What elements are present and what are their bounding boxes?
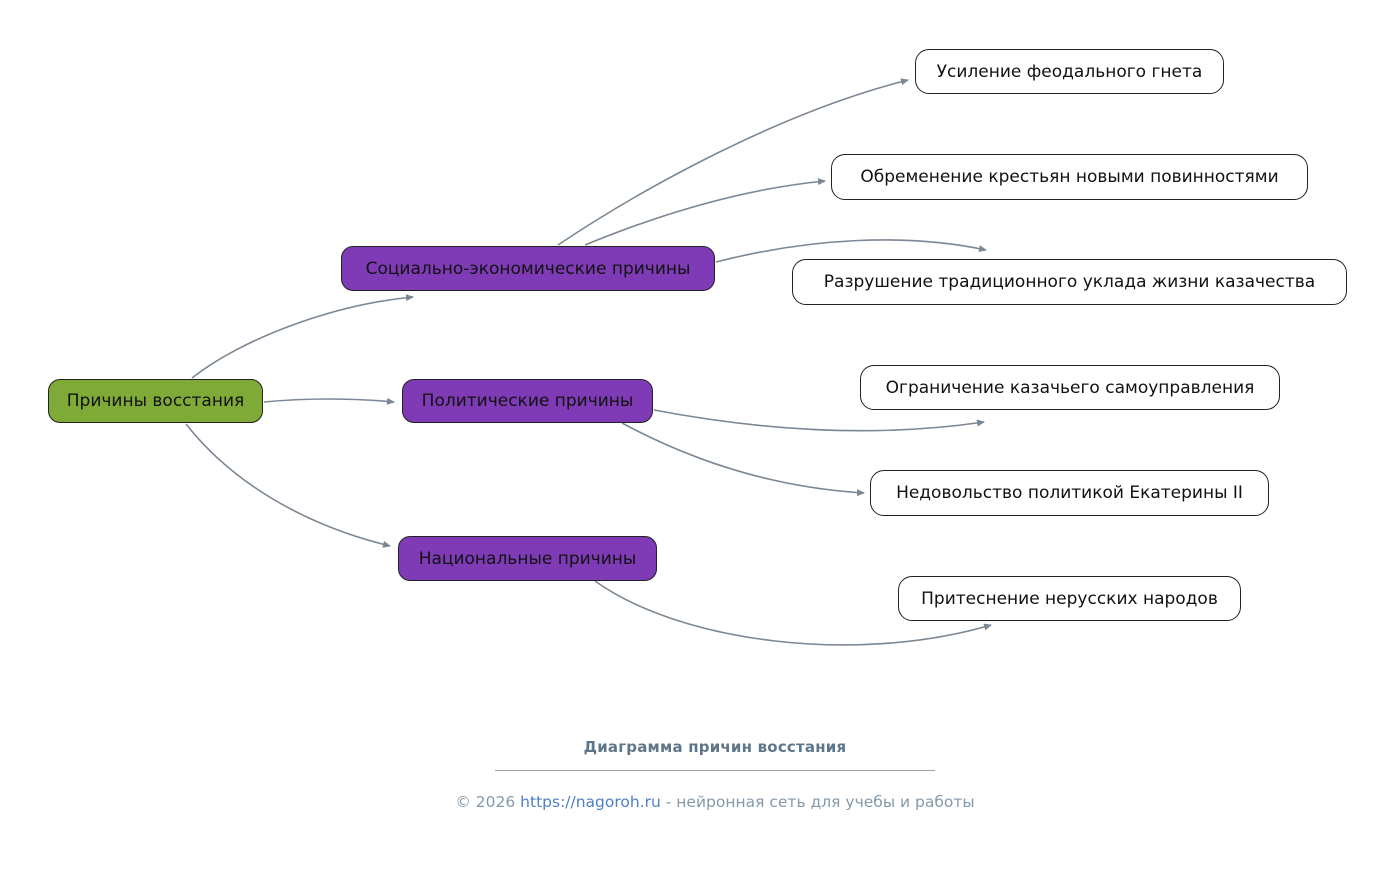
footer-divider [495,770,935,771]
edge-root-to-political [263,397,395,405]
edge-root-to-socioeconomic [191,294,414,379]
leaf-node-feudal-oppression: Усиление феодального гнета [915,49,1224,94]
diagram-footer: Диаграмма причин восстания © 2026 https:… [35,738,1395,811]
root-node-causes: Причины восстания [48,379,263,423]
edge-political-to-selfgovernment [653,409,985,432]
branch-node-socioeconomic: Социально-экономические причины [341,246,715,291]
leaf-node-nonrussian-oppression: Притеснение нерусских народов [898,576,1241,621]
leaf-node-cossack-selfgovernment: Ограничение казачьего самоуправления [860,365,1280,410]
edge-socioeconomic-to-feudal [557,78,909,246]
leaf-node-cossack-way-of-life: Разрушение традиционного уклада жизни ка… [792,259,1347,305]
edge-national-to-oppression [594,580,992,646]
edge-socioeconomic-to-cossack-life [715,239,987,263]
diagram-caption: Диаграмма причин восстания [583,738,847,756]
branch-node-national: Национальные причины [398,536,657,581]
branch-node-political: Политические причины [402,379,653,423]
copyright-prefix: © 2026 [455,793,521,811]
copyright-suffix: - нейронная сеть для учебы и работы [660,793,975,811]
leaf-node-peasant-duties: Обременение крестьян новыми повинностями [831,154,1308,200]
edge-socioeconomic-to-peasants [584,178,826,246]
copyright-line: © 2026 https://nagoroh.ru - нейронная се… [35,793,1395,811]
edge-root-to-national [185,423,391,548]
site-link[interactable]: https://nagoroh.ru [520,793,661,811]
edge-political-to-catherine [621,422,865,497]
leaf-node-catherine-policy: Недовольство политикой Екатерины II [870,470,1269,516]
